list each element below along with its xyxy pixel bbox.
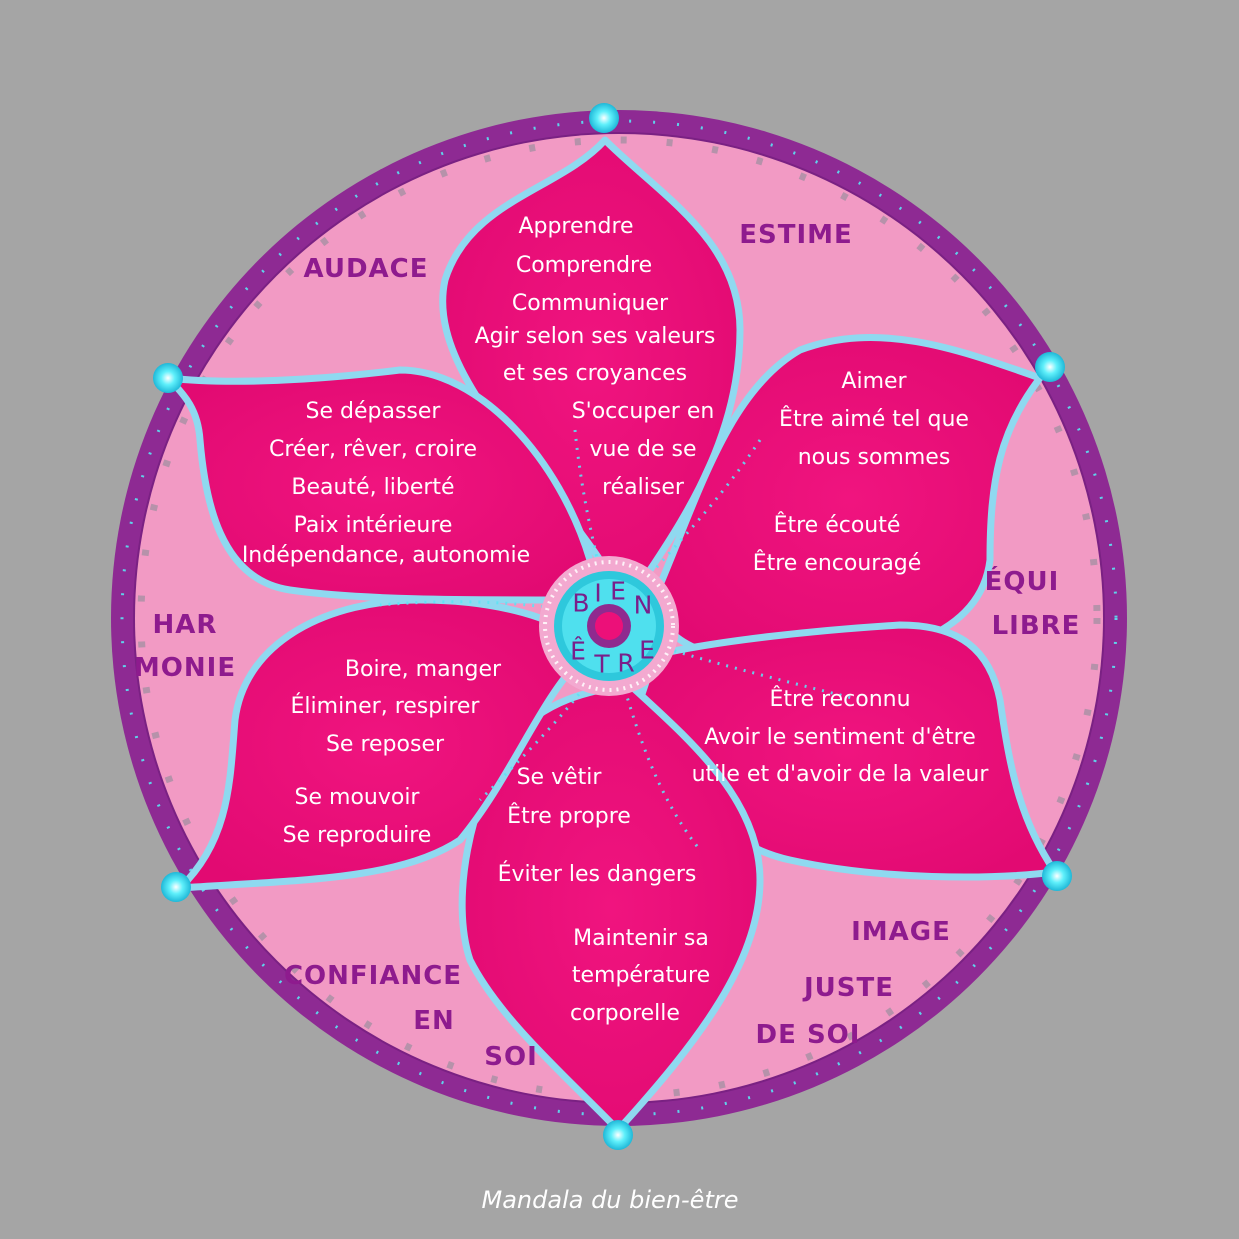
lower-left-petal-line-5: Se reproduire [282,823,432,848]
label-confiance-1: CONFIANCE [283,961,463,991]
center-letter-n: N [633,590,653,620]
hub-core [595,612,623,640]
upper-right-petal-line-1: Aimer [841,369,907,394]
bottom-petal-line-2: Être propre [507,804,631,829]
lower-right-petal-line-3: utile et d'avoir de la valeur [691,762,989,787]
upper-right-petal-line-4: Être écouté [773,513,901,538]
caption: Mandala du bien-être [481,1186,739,1214]
gem-right [1035,352,1065,382]
label-audace: AUDACE [303,254,429,284]
label-estime: ESTIME [739,220,853,250]
hub-dots [543,560,675,692]
upper-right-petal-line-3: nous sommes [797,445,951,470]
gem-bottom [603,1120,633,1150]
bottom-petal-line-4: Maintenir sa [573,926,709,951]
bottom-petal-line-3: Éviter les dangers [497,862,697,887]
upper-left-petal-line-3: Beauté, liberté [291,475,455,500]
upper-right-petal-line-2: Être aimé tel que [779,407,969,432]
lower-right-petal-line-2: Avoir le sentiment d'être [704,725,976,750]
top-petal-line-4: Agir selon ses valeurs [474,324,716,349]
center-letter-e: E [610,576,626,606]
top-petal-line-8: réaliser [602,475,684,500]
center-letter-b: B [572,588,590,618]
bottom-petal-line-1: Se vêtir [516,765,602,790]
label-confiance-3: SOI [484,1042,538,1072]
label-image-1: IMAGE [851,917,951,947]
gem-left [153,363,183,393]
upper-left-petal-line-2: Créer, rêver, croire [268,437,478,462]
top-petal-line-1: Apprendre [518,214,634,239]
upper-left-petal-line-4: Paix intérieure [293,513,453,538]
top-petal-line-5: et ses croyances [502,361,688,386]
petals-group [164,136,1059,1134]
label-equilibre-1: ÉQUI [984,567,1060,597]
gem-bottom-right [1042,861,1072,891]
label-harmonie-2: MONIE [133,653,237,683]
upper-right-petal-line-5: Être encouragé [752,551,922,576]
label-harmonie-1: HAR [152,610,218,640]
center-letter-t: T [594,649,610,679]
center-letter-e2: E [639,635,655,665]
lower-left-petal-line-4: Se mouvoir [294,785,420,810]
upper-left-petal-line-1: Se dépasser [305,399,441,424]
bottom-petal-line-6: corporelle [570,1001,680,1026]
gems [153,103,1072,1150]
label-image-3: DE SOI [755,1020,861,1050]
center-letter-e-circ: Ê [570,636,586,666]
top-petal-line-6: S'occuper en [571,399,715,424]
label-image-2: JUSTE [803,973,895,1003]
veins [379,429,861,851]
top-petal-line-2: Comprendre [515,253,653,278]
lower-left-petal-line-3: Se reposer [325,732,445,757]
gem-bottom-left [161,872,191,902]
ring-dots [120,119,1118,1117]
center-letter-i: I [594,578,602,608]
lower-left-petal-line-1: Boire, manger [344,657,502,682]
petal-top [439,136,744,586]
label-confiance-2: EN [413,1006,455,1036]
center-letter-r: R [617,648,635,678]
lower-left-petal-line-2: Éliminer, respirer [290,694,480,719]
label-equilibre-2: LIBRE [991,611,1081,641]
lower-right-petal-line-1: Être reconnu [769,687,911,712]
disc-edge-pattern [137,136,1101,1100]
top-petal-line-3: Communiquer [511,291,669,316]
bottom-petal-line-5: température [571,963,711,988]
petal-upper-left [164,366,594,604]
upper-left-petal-line-5: Indépendance, autonomie [241,543,531,568]
top-petal-line-7: vue de se [589,437,697,462]
gem-top [589,103,619,133]
